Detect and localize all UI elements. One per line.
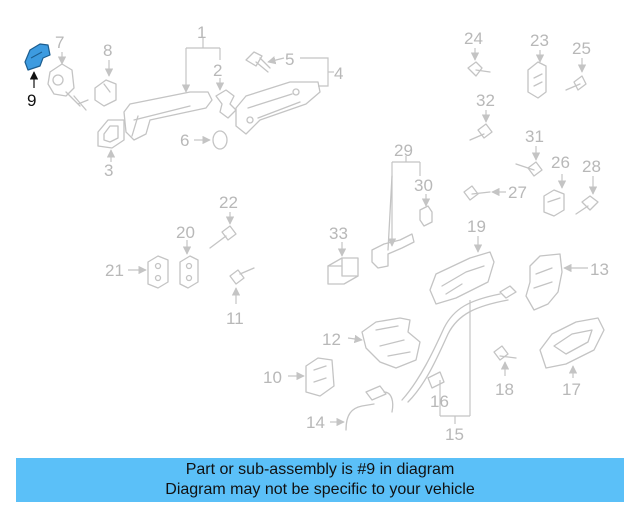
part-28-screw	[575, 195, 599, 215]
label-13: 13	[590, 260, 609, 279]
label-16: 16	[430, 392, 449, 411]
label-25: 25	[572, 39, 591, 58]
label-32: 32	[476, 91, 495, 110]
part-15-16-cables	[401, 285, 517, 403]
label-21: 21	[105, 261, 124, 280]
label-30: 30	[414, 176, 433, 195]
label-7: 7	[55, 33, 64, 52]
label-2: 2	[213, 61, 222, 80]
label-3: 3	[104, 161, 113, 180]
label-17: 17	[562, 380, 581, 399]
label-24: 24	[464, 29, 483, 48]
label-18: 18	[495, 380, 514, 399]
info-banner: Part or sub-assembly is #9 in diagram Di…	[16, 458, 624, 502]
part-7-lock-cylinder	[47, 63, 89, 111]
part-8-clip	[94, 79, 117, 107]
label-27: 27	[508, 183, 527, 202]
part-6-o-ring	[212, 130, 228, 150]
label-14: 14	[306, 413, 325, 432]
part-20-hinge-plate	[179, 255, 199, 289]
part-27-bolt	[463, 185, 491, 201]
part-26-spacer	[543, 189, 565, 217]
label-4: 4	[334, 64, 343, 83]
label-15: 15	[445, 425, 464, 444]
part-30-clip	[419, 205, 433, 227]
label-1: 1	[197, 23, 206, 42]
label-33: 33	[329, 224, 348, 243]
part-29-rod	[371, 175, 415, 269]
label-8: 8	[103, 41, 112, 60]
part-23-striker	[527, 61, 547, 99]
part-1-outside-handle	[123, 91, 213, 141]
part-9-cap[interactable]	[24, 43, 51, 71]
part-17-handle-bezel	[539, 317, 605, 369]
part-24-bolt	[467, 61, 491, 77]
label-28: 28	[582, 157, 601, 176]
parts-diagram: 9 7 8 3 1 2 6 5	[24, 23, 609, 444]
label-9: 9	[27, 91, 36, 110]
part-33-pad	[327, 257, 359, 285]
part-5-screw	[245, 51, 271, 73]
part-11-screw	[229, 267, 255, 285]
label-19: 19	[467, 217, 486, 236]
part-32-bolt	[469, 123, 493, 141]
banner-line-part: Part or sub-assembly is #9 in diagram	[185, 461, 455, 478]
part-22-bolt	[209, 225, 237, 249]
part-21-plate	[147, 255, 169, 289]
label-20: 20	[176, 223, 195, 242]
label-11: 11	[226, 309, 244, 328]
part-3-gasket	[97, 119, 125, 149]
label-12: 12	[322, 330, 341, 349]
part-25-screw	[565, 75, 587, 91]
part-13-bracket	[525, 253, 563, 311]
part-2-bracket	[215, 89, 237, 119]
part-4-handle-frame	[235, 81, 321, 135]
part-18-bolt	[493, 345, 517, 361]
part-12-latch	[361, 317, 421, 369]
part-31-bolt	[515, 161, 543, 177]
part-19-inside-handle	[429, 251, 495, 305]
banner-line-disclaimer: Diagram may not be specific to your vehi…	[165, 481, 475, 498]
label-6: 6	[180, 131, 189, 150]
part-10-actuator	[305, 357, 335, 397]
part-14-cable	[345, 385, 394, 431]
label-10: 10	[263, 368, 282, 387]
label-31: 31	[525, 127, 544, 146]
label-29: 29	[394, 141, 413, 160]
label-22: 22	[219, 193, 238, 212]
label-23: 23	[530, 31, 549, 50]
label-5: 5	[285, 50, 294, 69]
label-26: 26	[551, 153, 570, 172]
